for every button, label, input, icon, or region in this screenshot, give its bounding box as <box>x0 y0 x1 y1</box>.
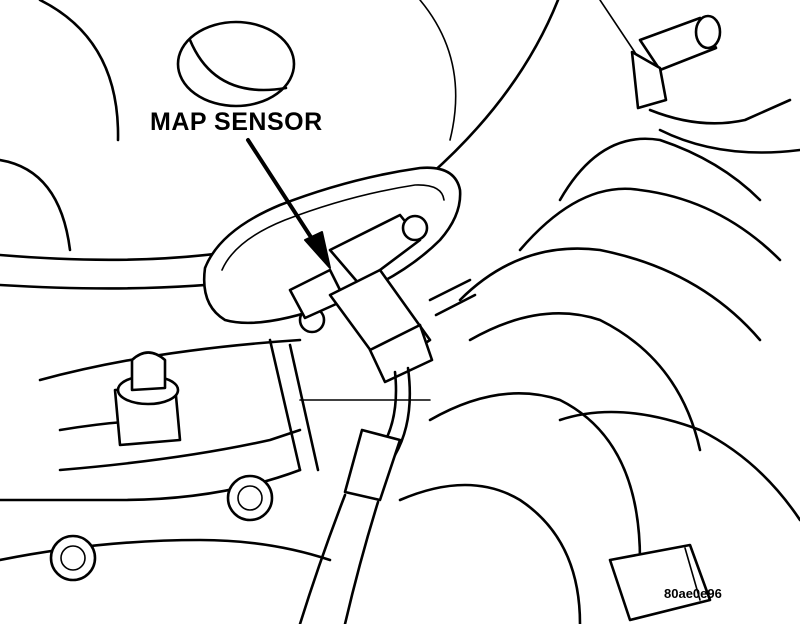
figure-id: 80ae0e96 <box>664 586 722 601</box>
map-sensor-label: MAP SENSOR <box>150 108 323 136</box>
bolt-large <box>113 351 182 447</box>
map-sensor <box>202 166 462 334</box>
vacuum-fitting <box>630 14 800 154</box>
lower-connector <box>608 543 712 622</box>
bolt-lower <box>49 534 97 582</box>
vacuum-hoses <box>398 137 800 624</box>
sensor-connector <box>298 268 477 624</box>
bolt-mid <box>226 474 274 522</box>
callout-arrow <box>246 138 331 269</box>
